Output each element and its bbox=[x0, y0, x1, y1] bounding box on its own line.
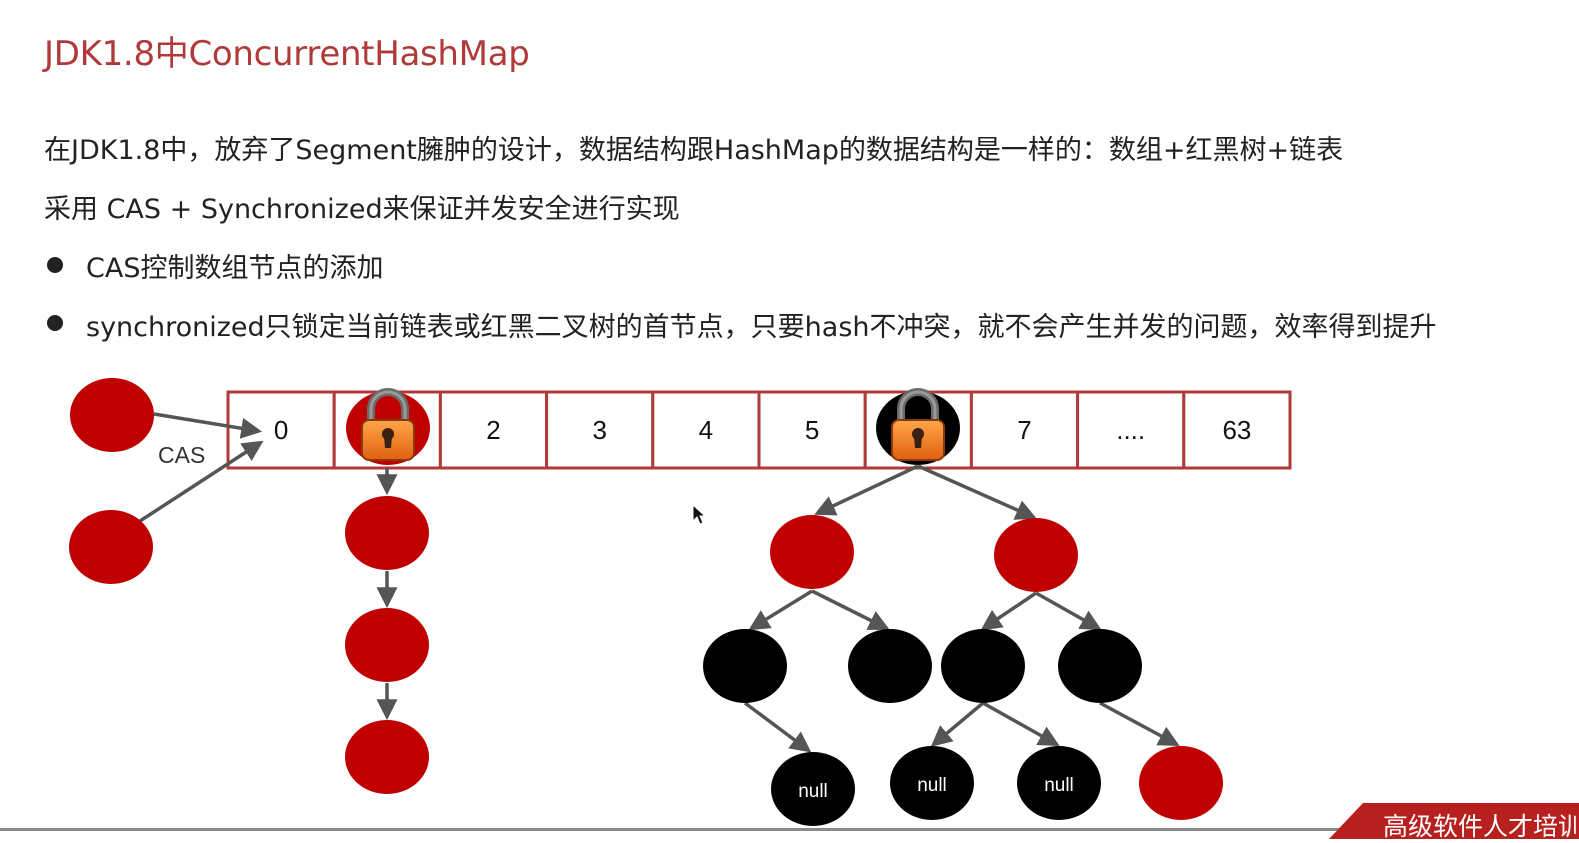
null-leaf-node bbox=[890, 746, 974, 820]
tree-node-red bbox=[770, 515, 854, 589]
array-cell-label: .... bbox=[1116, 415, 1145, 445]
tree-edge bbox=[748, 589, 813, 631]
array-cell-label: 3 bbox=[592, 415, 606, 445]
tree-node-red bbox=[994, 518, 1078, 592]
tree-edge bbox=[980, 591, 1037, 631]
footer-banner: 高级软件人才培训 bbox=[1329, 803, 1579, 839]
tree-edge bbox=[1099, 701, 1180, 746]
cas-label: CAS bbox=[158, 442, 205, 468]
tree-edge bbox=[814, 464, 919, 516]
tree-edge bbox=[811, 589, 890, 630]
padlock-icon bbox=[891, 388, 945, 461]
node-array: 0 2 3 4 5 7.... 63 bbox=[226, 390, 1292, 470]
tree-edge bbox=[917, 464, 1037, 520]
cas-arrow-bottom bbox=[139, 440, 264, 523]
array-cell bbox=[1076, 390, 1186, 470]
footer-text: 高级软件人才培训 bbox=[1383, 812, 1579, 841]
array-cell-label: 2 bbox=[486, 415, 500, 445]
array-cell-label: 4 bbox=[699, 415, 713, 445]
tree-edge bbox=[1035, 591, 1102, 631]
tree-node-black bbox=[1058, 629, 1142, 703]
list-node bbox=[345, 720, 429, 794]
footer-strip bbox=[0, 828, 1579, 831]
cas-sync-line: 采用 CAS + Synchronized来保证并发安全进行实现 bbox=[44, 194, 680, 225]
pending-node-bottom bbox=[69, 510, 153, 584]
padlock-icon bbox=[361, 388, 415, 461]
list-node bbox=[345, 496, 429, 570]
array-cell bbox=[1182, 390, 1292, 470]
bullet-dot bbox=[47, 257, 63, 273]
array-cell bbox=[545, 390, 655, 470]
list-node bbox=[345, 608, 429, 682]
tree-edge bbox=[743, 701, 812, 753]
tree-node-black bbox=[703, 629, 787, 703]
array-cell-label: 63 bbox=[1222, 415, 1251, 445]
null-leaf-node bbox=[771, 752, 855, 826]
bullet-synchronized: synchronized只锁定当前链表或红黑二叉树的首节点，只要hash不冲突，… bbox=[86, 312, 1437, 343]
array-cell-label: 0 bbox=[274, 415, 288, 445]
tree-node-red bbox=[1139, 746, 1223, 820]
array-cell bbox=[757, 390, 867, 470]
array-cell bbox=[651, 390, 761, 470]
bullet-cas: CAS控制数组节点的添加 bbox=[86, 253, 384, 284]
array-cell bbox=[438, 390, 549, 470]
tree-node-black bbox=[941, 629, 1025, 703]
null-leaf-node bbox=[1017, 746, 1101, 820]
tree-edge bbox=[982, 701, 1060, 747]
mouse-pointer-icon bbox=[692, 504, 706, 525]
array-cell-label: 7 bbox=[1017, 415, 1031, 445]
cas-arrow-top bbox=[153, 412, 263, 439]
bullet-dot bbox=[47, 315, 63, 331]
intro-line: 在JDK1.8中，放弃了Segment臃肿的设计，数据结构跟HashMap的数据… bbox=[44, 135, 1344, 166]
null-label: null bbox=[917, 775, 947, 796]
null-label: null bbox=[798, 781, 828, 802]
array-cell-label: 5 bbox=[805, 415, 819, 445]
pending-node-top bbox=[70, 378, 154, 452]
null-label: null bbox=[1044, 775, 1074, 796]
array-cell bbox=[969, 390, 1080, 470]
tree-edge bbox=[930, 701, 985, 747]
slide-title: JDK1.8中ConcurrentHashMap bbox=[44, 34, 530, 74]
tree-node-black bbox=[848, 629, 932, 703]
